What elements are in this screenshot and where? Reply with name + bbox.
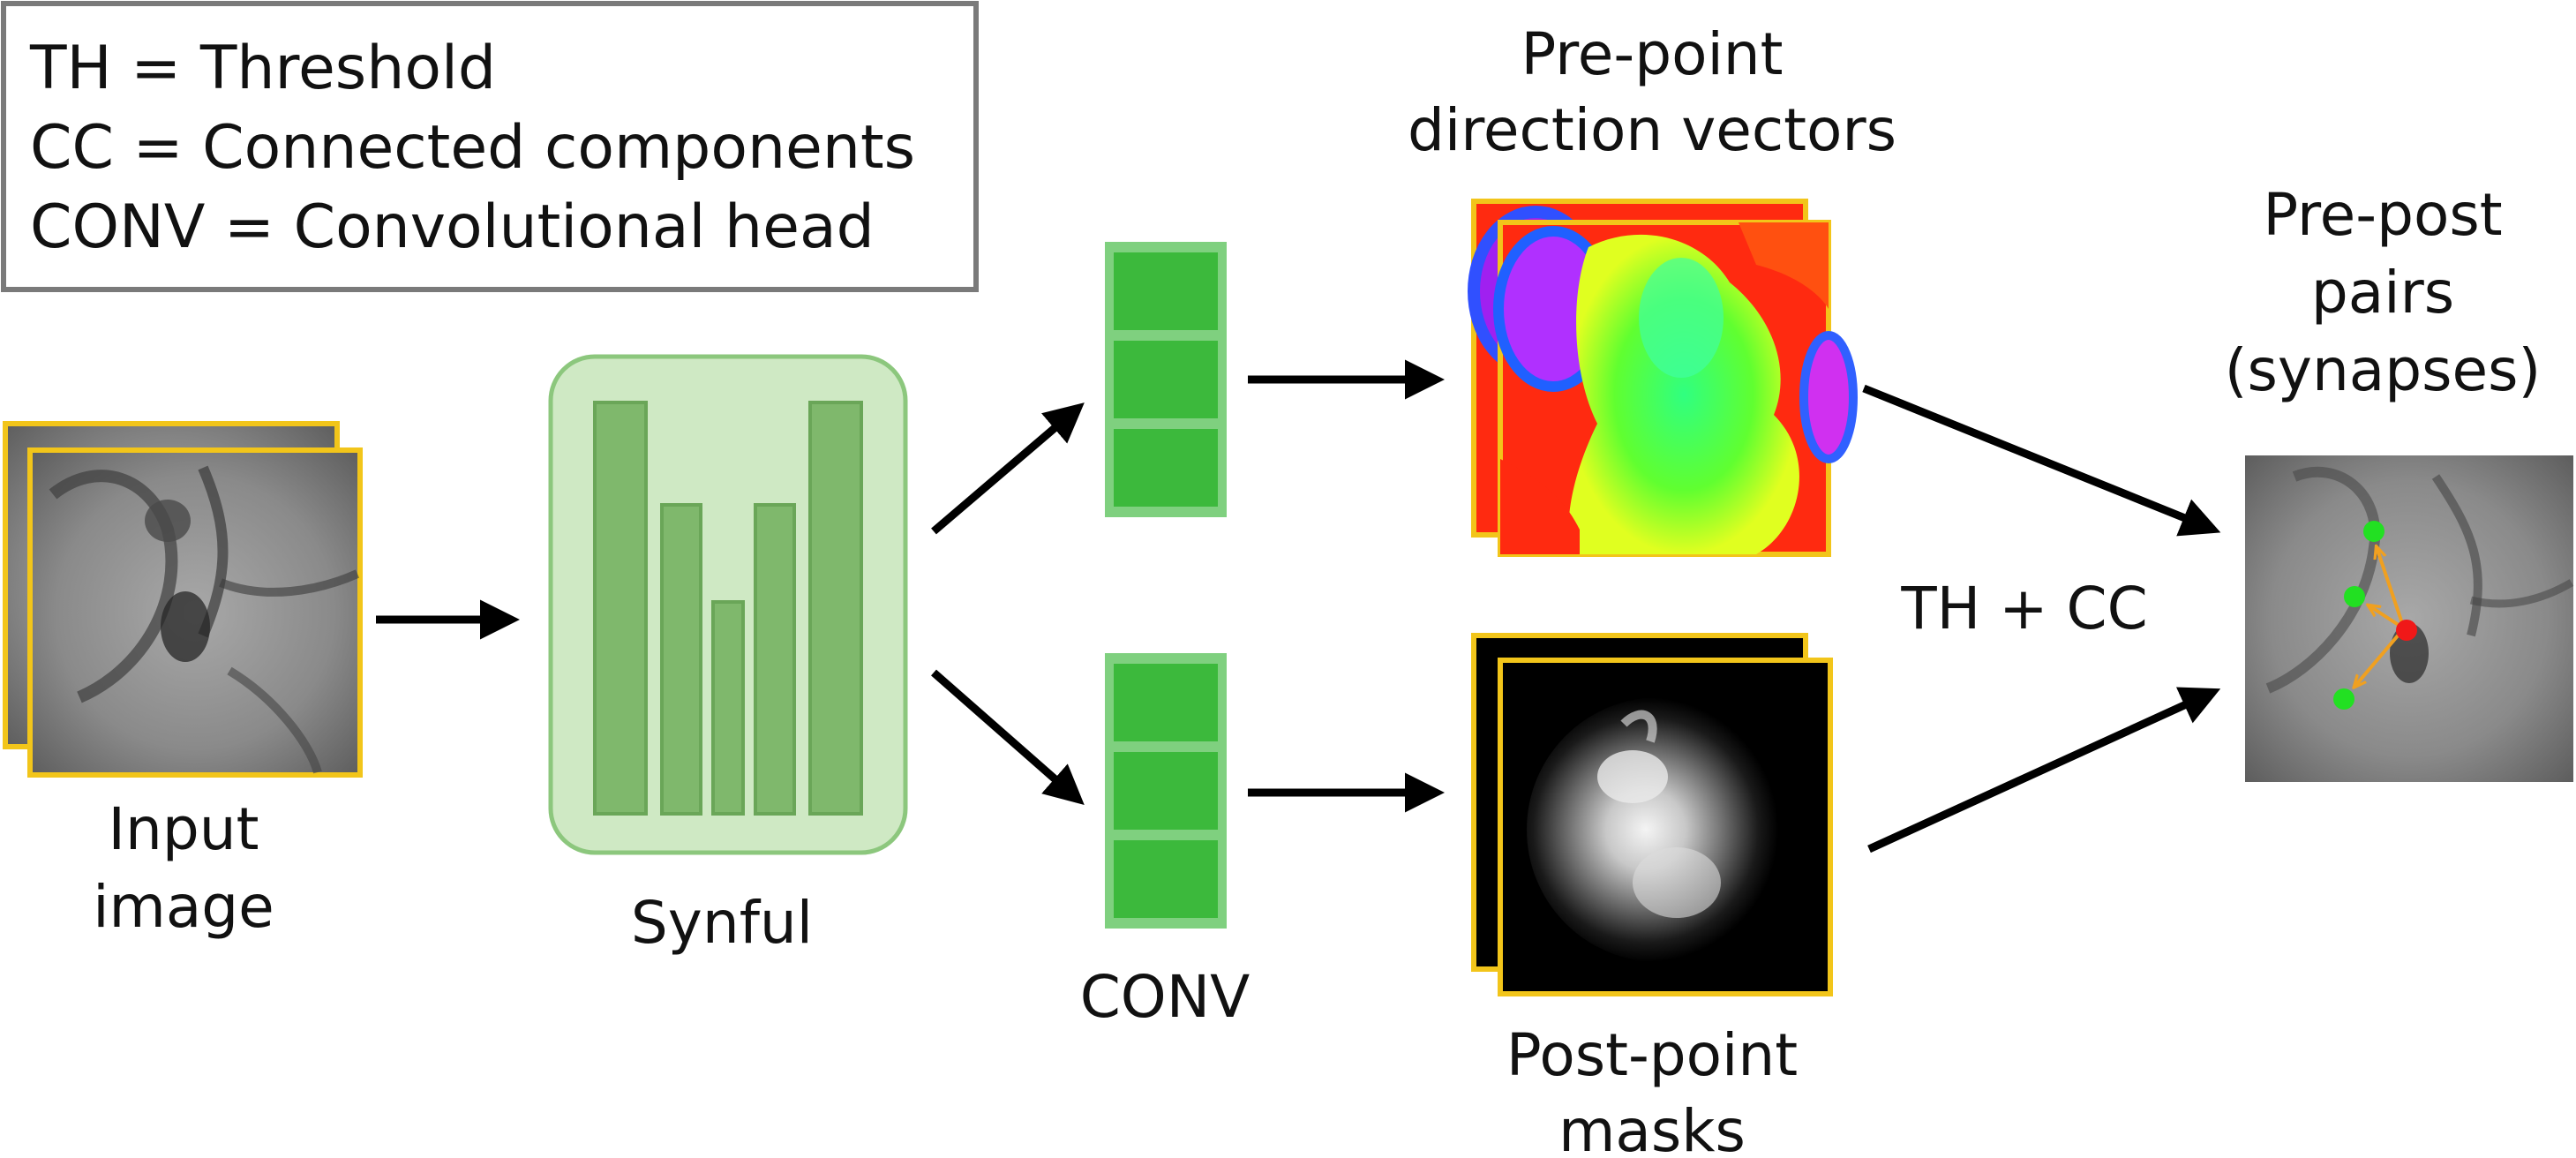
pairs-label-line2: pairs <box>2311 259 2454 327</box>
input-image-stack: Input image <box>3 421 363 941</box>
pair-arrow-1 <box>2377 547 2406 629</box>
post-masks-label-line2: masks <box>1558 1097 1746 1158</box>
arrow-masks-to-pairs <box>1867 687 2221 853</box>
legend-box <box>1 1 979 292</box>
arrow-synful-to-conv-top <box>931 402 1085 535</box>
post-point-masks: Post-point masks <box>1471 633 1833 1158</box>
synful-network: Synful <box>548 354 908 957</box>
synful-bar-1 <box>593 401 648 816</box>
legend-line-cc: CC = Connected components <box>30 113 915 183</box>
pre-vectors-label-line1: Pre-point <box>1521 20 1783 88</box>
post-point-2 <box>2344 586 2365 607</box>
synful-bar-2 <box>660 503 702 816</box>
post-point-3 <box>2333 688 2354 710</box>
synful-bar-4 <box>754 503 796 816</box>
pairs-label-line1: Pre-post <box>2263 181 2502 249</box>
post-point-1 <box>2363 521 2384 542</box>
legend: TH = Threshold CC = Connected components… <box>1 1 979 292</box>
legend-line-conv: CONV = Convolutional head <box>30 192 875 262</box>
input-image-label-line1: Input <box>109 795 259 863</box>
synful-bar-5 <box>808 401 863 816</box>
conv-head-bottom <box>1105 653 1227 929</box>
synful-label: Synful <box>631 889 813 957</box>
pre-post-pairs: Pre-post pairs (synapses) <box>2225 181 2574 782</box>
arrow-vectors-to-pairs <box>1862 384 2221 537</box>
vectors-image-front <box>1493 220 1858 557</box>
synful-bar-3 <box>711 600 745 816</box>
pairs-image <box>2245 455 2574 782</box>
pre-vectors-label-line2: direction vectors <box>1408 96 1896 164</box>
masks-image-front <box>1498 658 1833 996</box>
conv-label: CONV <box>1080 963 1250 1031</box>
conv-head-top <box>1105 242 1227 517</box>
input-image-front <box>27 447 363 778</box>
pre-point <box>2396 620 2417 641</box>
th-cc-label: TH + CC <box>1900 575 2147 643</box>
pairs-label-line3: (synapses) <box>2225 336 2542 404</box>
legend-line-th: TH = Threshold <box>29 34 496 103</box>
input-image-label-line2: image <box>93 873 274 941</box>
pair-arrow-3 <box>2354 627 2406 687</box>
pre-point-vectors: Pre-point direction vectors <box>1408 20 1896 557</box>
post-masks-label-line1: Post-point <box>1506 1021 1798 1089</box>
arrow-synful-to-conv-bottom <box>931 669 1085 805</box>
